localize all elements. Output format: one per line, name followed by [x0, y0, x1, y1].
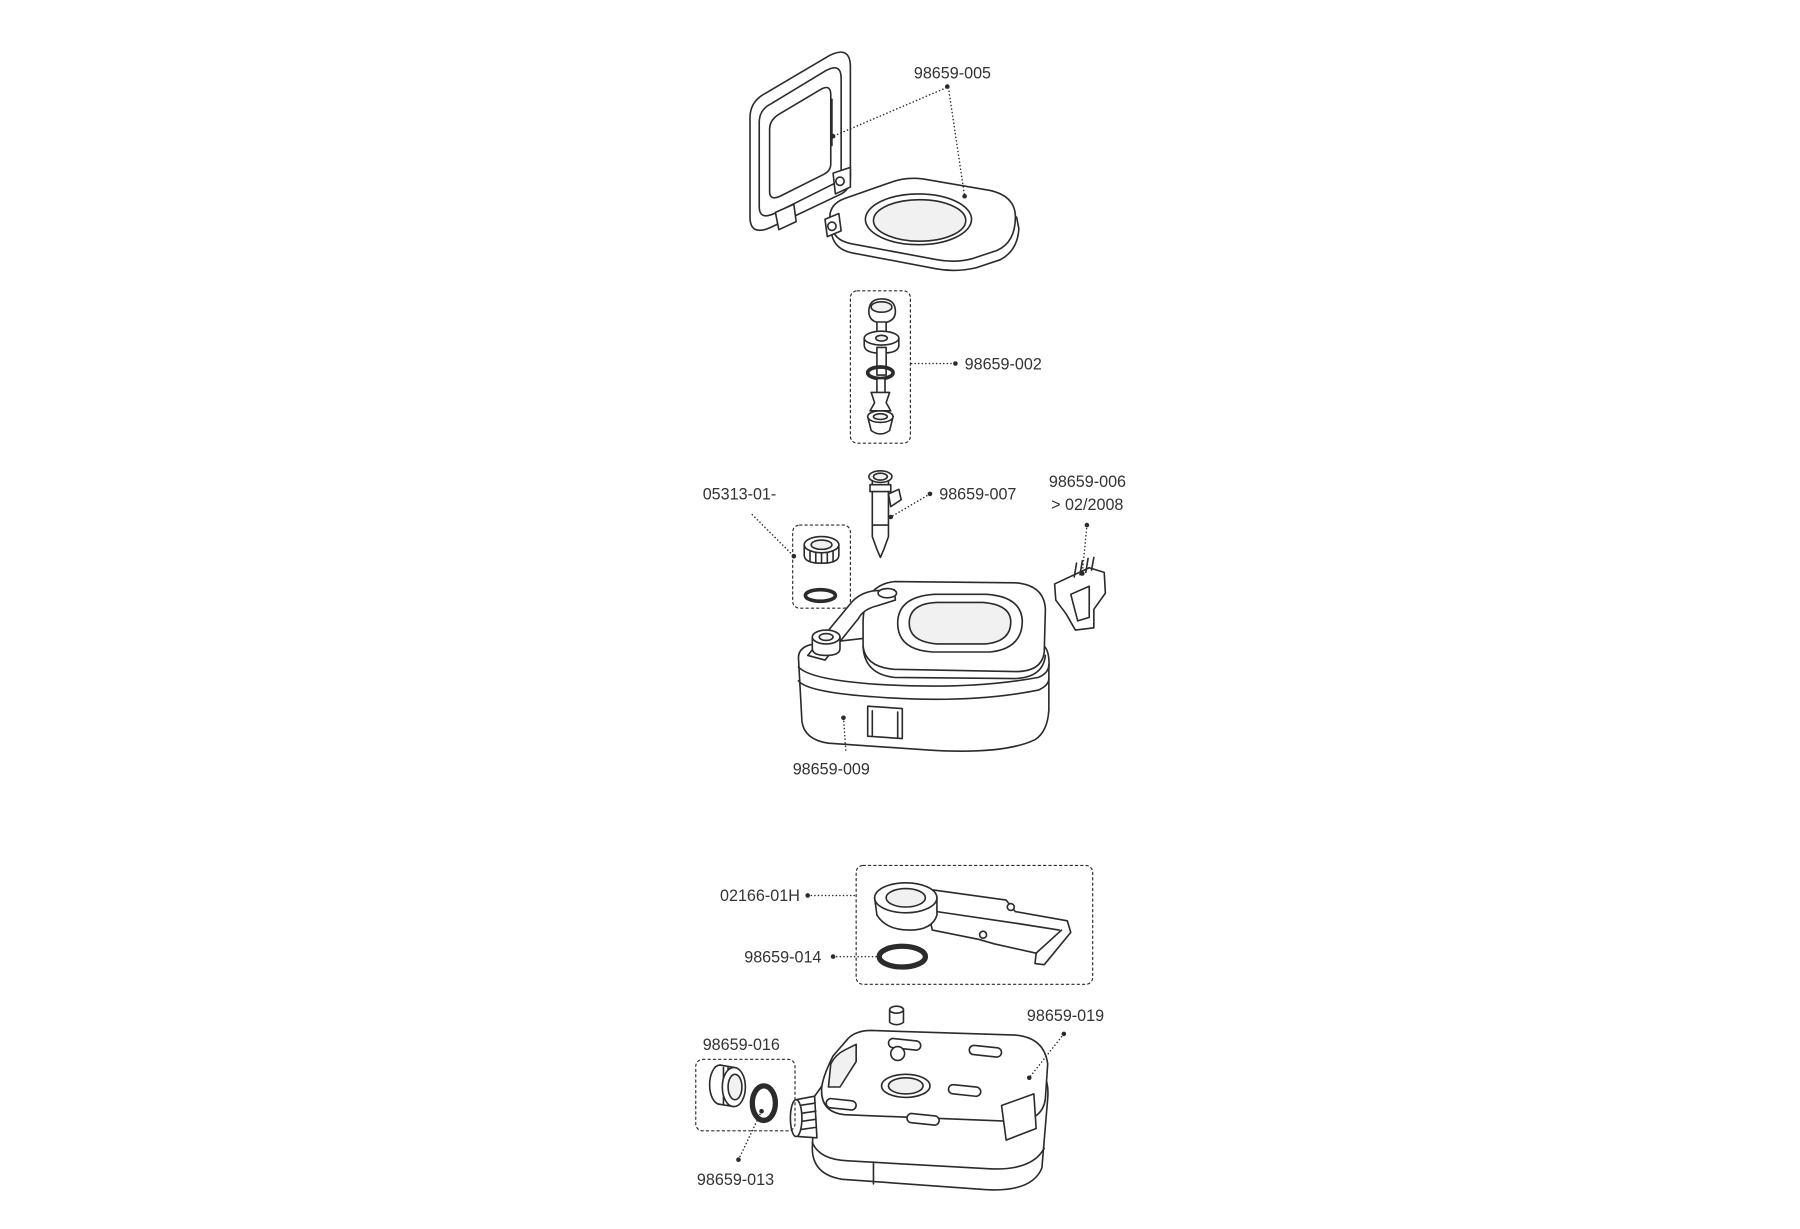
clip-bracket — [1053, 556, 1107, 631]
spout-cap-group-box — [695, 1058, 796, 1132]
label-clip-note: > 02/2008 — [1051, 496, 1123, 514]
label-valve-slide: 02166-01H — [720, 887, 800, 905]
leader-lines — [736, 84, 1090, 1162]
lid-tab — [774, 203, 797, 231]
pump-tube — [868, 470, 902, 559]
vent-plug — [888, 1005, 905, 1014]
flush-mechanism — [849, 290, 911, 444]
label-lid-and-seat: 98659-005 — [914, 65, 991, 83]
tank-front-notch — [866, 705, 904, 740]
label-spout-seal: 98659-013 — [697, 1171, 774, 1189]
cap-o-ring — [803, 587, 838, 604]
leader-waste-tank — [1028, 1033, 1065, 1079]
tank-carry-handle — [827, 1043, 857, 1088]
cap-and-seal — [792, 524, 851, 609]
toilet-lid — [749, 51, 852, 232]
label-spout-cap: 98659-016 — [703, 1036, 780, 1054]
leader-seat — [947, 87, 966, 197]
label-waste-tank: 98659-019 — [1027, 1007, 1104, 1025]
leader-pump-tube — [890, 493, 931, 518]
leader-cap-and-seal — [751, 513, 795, 557]
flush-mechanism-group-box — [849, 290, 911, 444]
toilet-seat — [824, 177, 1020, 272]
label-pump-tube: 98659-007 — [939, 486, 1016, 504]
valve-slide — [855, 864, 1094, 985]
valve-group-box — [855, 864, 1094, 985]
leader-lid — [832, 87, 947, 137]
leader-clip — [1081, 524, 1088, 575]
label-cap-and-seal: 05313-01- — [703, 486, 777, 504]
cap-and-seal-group-box — [792, 524, 851, 609]
upper-tank — [797, 580, 1050, 752]
valve-seal — [876, 943, 929, 970]
spout-cap-group — [695, 1058, 796, 1132]
part-labels: 98659-005 98659-002 05313-01- 98659-007 … — [697, 65, 1126, 1190]
label-flush-mechanism: 98659-002 — [965, 355, 1042, 373]
spout-seal — [749, 1083, 779, 1124]
waste-tank — [789, 1005, 1049, 1191]
label-clip: 98659-006 — [1049, 473, 1126, 491]
label-valve-seal: 98659-014 — [744, 948, 821, 966]
label-upper-tank: 98659-009 — [793, 760, 870, 778]
